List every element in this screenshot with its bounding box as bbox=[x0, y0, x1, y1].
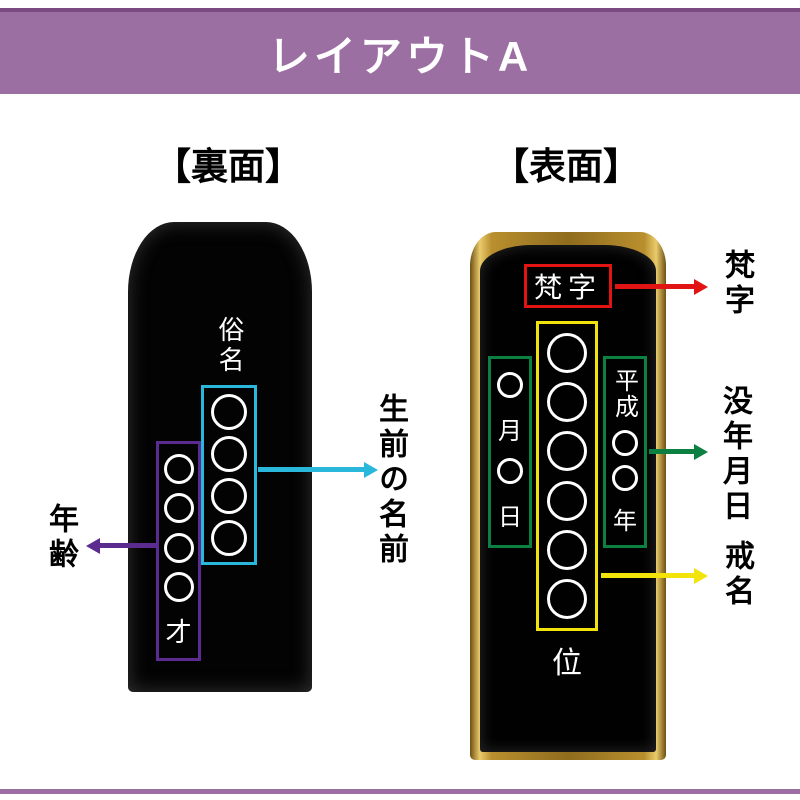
arrow-shaft bbox=[615, 284, 694, 289]
name-area-box bbox=[201, 385, 257, 565]
secular-name-label: 俗名 bbox=[214, 316, 244, 376]
era-year-box: 平成 年 bbox=[603, 356, 647, 548]
name-circle bbox=[211, 520, 247, 556]
kaimyo-callout-arrow bbox=[601, 567, 708, 584]
day-label: 日 bbox=[498, 503, 522, 532]
back-side-header: 【裏面】 bbox=[154, 146, 302, 187]
death-date-callout-label: 没年月日 bbox=[718, 385, 751, 525]
year-suffix-label: 年 bbox=[613, 506, 637, 535]
kaimyo-circle bbox=[547, 431, 587, 472]
name-callout-arrow bbox=[258, 461, 378, 478]
bonji-area-box: 梵字 bbox=[524, 264, 612, 308]
age-callout-arrow bbox=[86, 537, 156, 554]
age-circle bbox=[163, 572, 194, 602]
name-callout-label: 生前の名前 bbox=[374, 393, 407, 568]
age-callout-label: 年齢 bbox=[44, 503, 77, 573]
age-circle bbox=[163, 532, 194, 563]
top-border-line bbox=[0, 8, 800, 12]
kaimyo-circle bbox=[547, 529, 587, 570]
back-tablet: 俗名 才 bbox=[128, 222, 312, 692]
name-circle bbox=[211, 394, 247, 430]
arrow-head bbox=[694, 443, 708, 460]
page-title: レイアウトA bbox=[267, 32, 533, 80]
age-circle bbox=[163, 493, 194, 523]
name-circle bbox=[211, 478, 247, 514]
kaimyo-circle bbox=[547, 578, 587, 619]
arrow-shaft bbox=[100, 543, 156, 548]
bottom-border-line bbox=[0, 789, 800, 794]
kaimyo-circle bbox=[547, 480, 587, 521]
age-unit-label: 才 bbox=[165, 617, 192, 648]
kaimyo-circle bbox=[547, 382, 587, 423]
kaimyo-area-box bbox=[536, 321, 598, 631]
arrow-head bbox=[86, 537, 100, 554]
arrow-shaft bbox=[649, 449, 694, 454]
month-label: 月 bbox=[498, 416, 522, 445]
date-circle bbox=[497, 371, 523, 398]
arrow-shaft bbox=[601, 573, 694, 578]
kaimyo-circle bbox=[547, 333, 587, 374]
bonji-callout-label: 梵字 bbox=[720, 249, 753, 319]
arrow-head bbox=[694, 567, 708, 584]
bonji-callout-arrow bbox=[615, 278, 708, 295]
month-day-box: 月 日 bbox=[488, 356, 532, 548]
era-label: 平成 bbox=[610, 368, 639, 421]
death-date-callout-arrow bbox=[649, 443, 708, 460]
date-circle bbox=[497, 458, 523, 485]
rank-label: 位 bbox=[552, 646, 582, 681]
year-circle bbox=[612, 465, 638, 492]
title-banner: レイアウトA bbox=[0, 12, 800, 94]
name-circle bbox=[211, 436, 247, 472]
year-circle bbox=[612, 429, 638, 456]
bonji-text: 梵字 bbox=[533, 271, 602, 304]
age-area-box: 才 bbox=[156, 441, 201, 661]
kaimyo-callout-label: 戒名 bbox=[720, 540, 753, 610]
front-side-header: 【表面】 bbox=[492, 146, 640, 187]
arrow-head bbox=[364, 461, 378, 478]
front-tablet: 梵字 月 日 平成 年 位 bbox=[470, 232, 666, 760]
age-circle bbox=[163, 453, 194, 484]
arrow-shaft bbox=[258, 467, 364, 472]
arrow-head bbox=[694, 278, 708, 295]
